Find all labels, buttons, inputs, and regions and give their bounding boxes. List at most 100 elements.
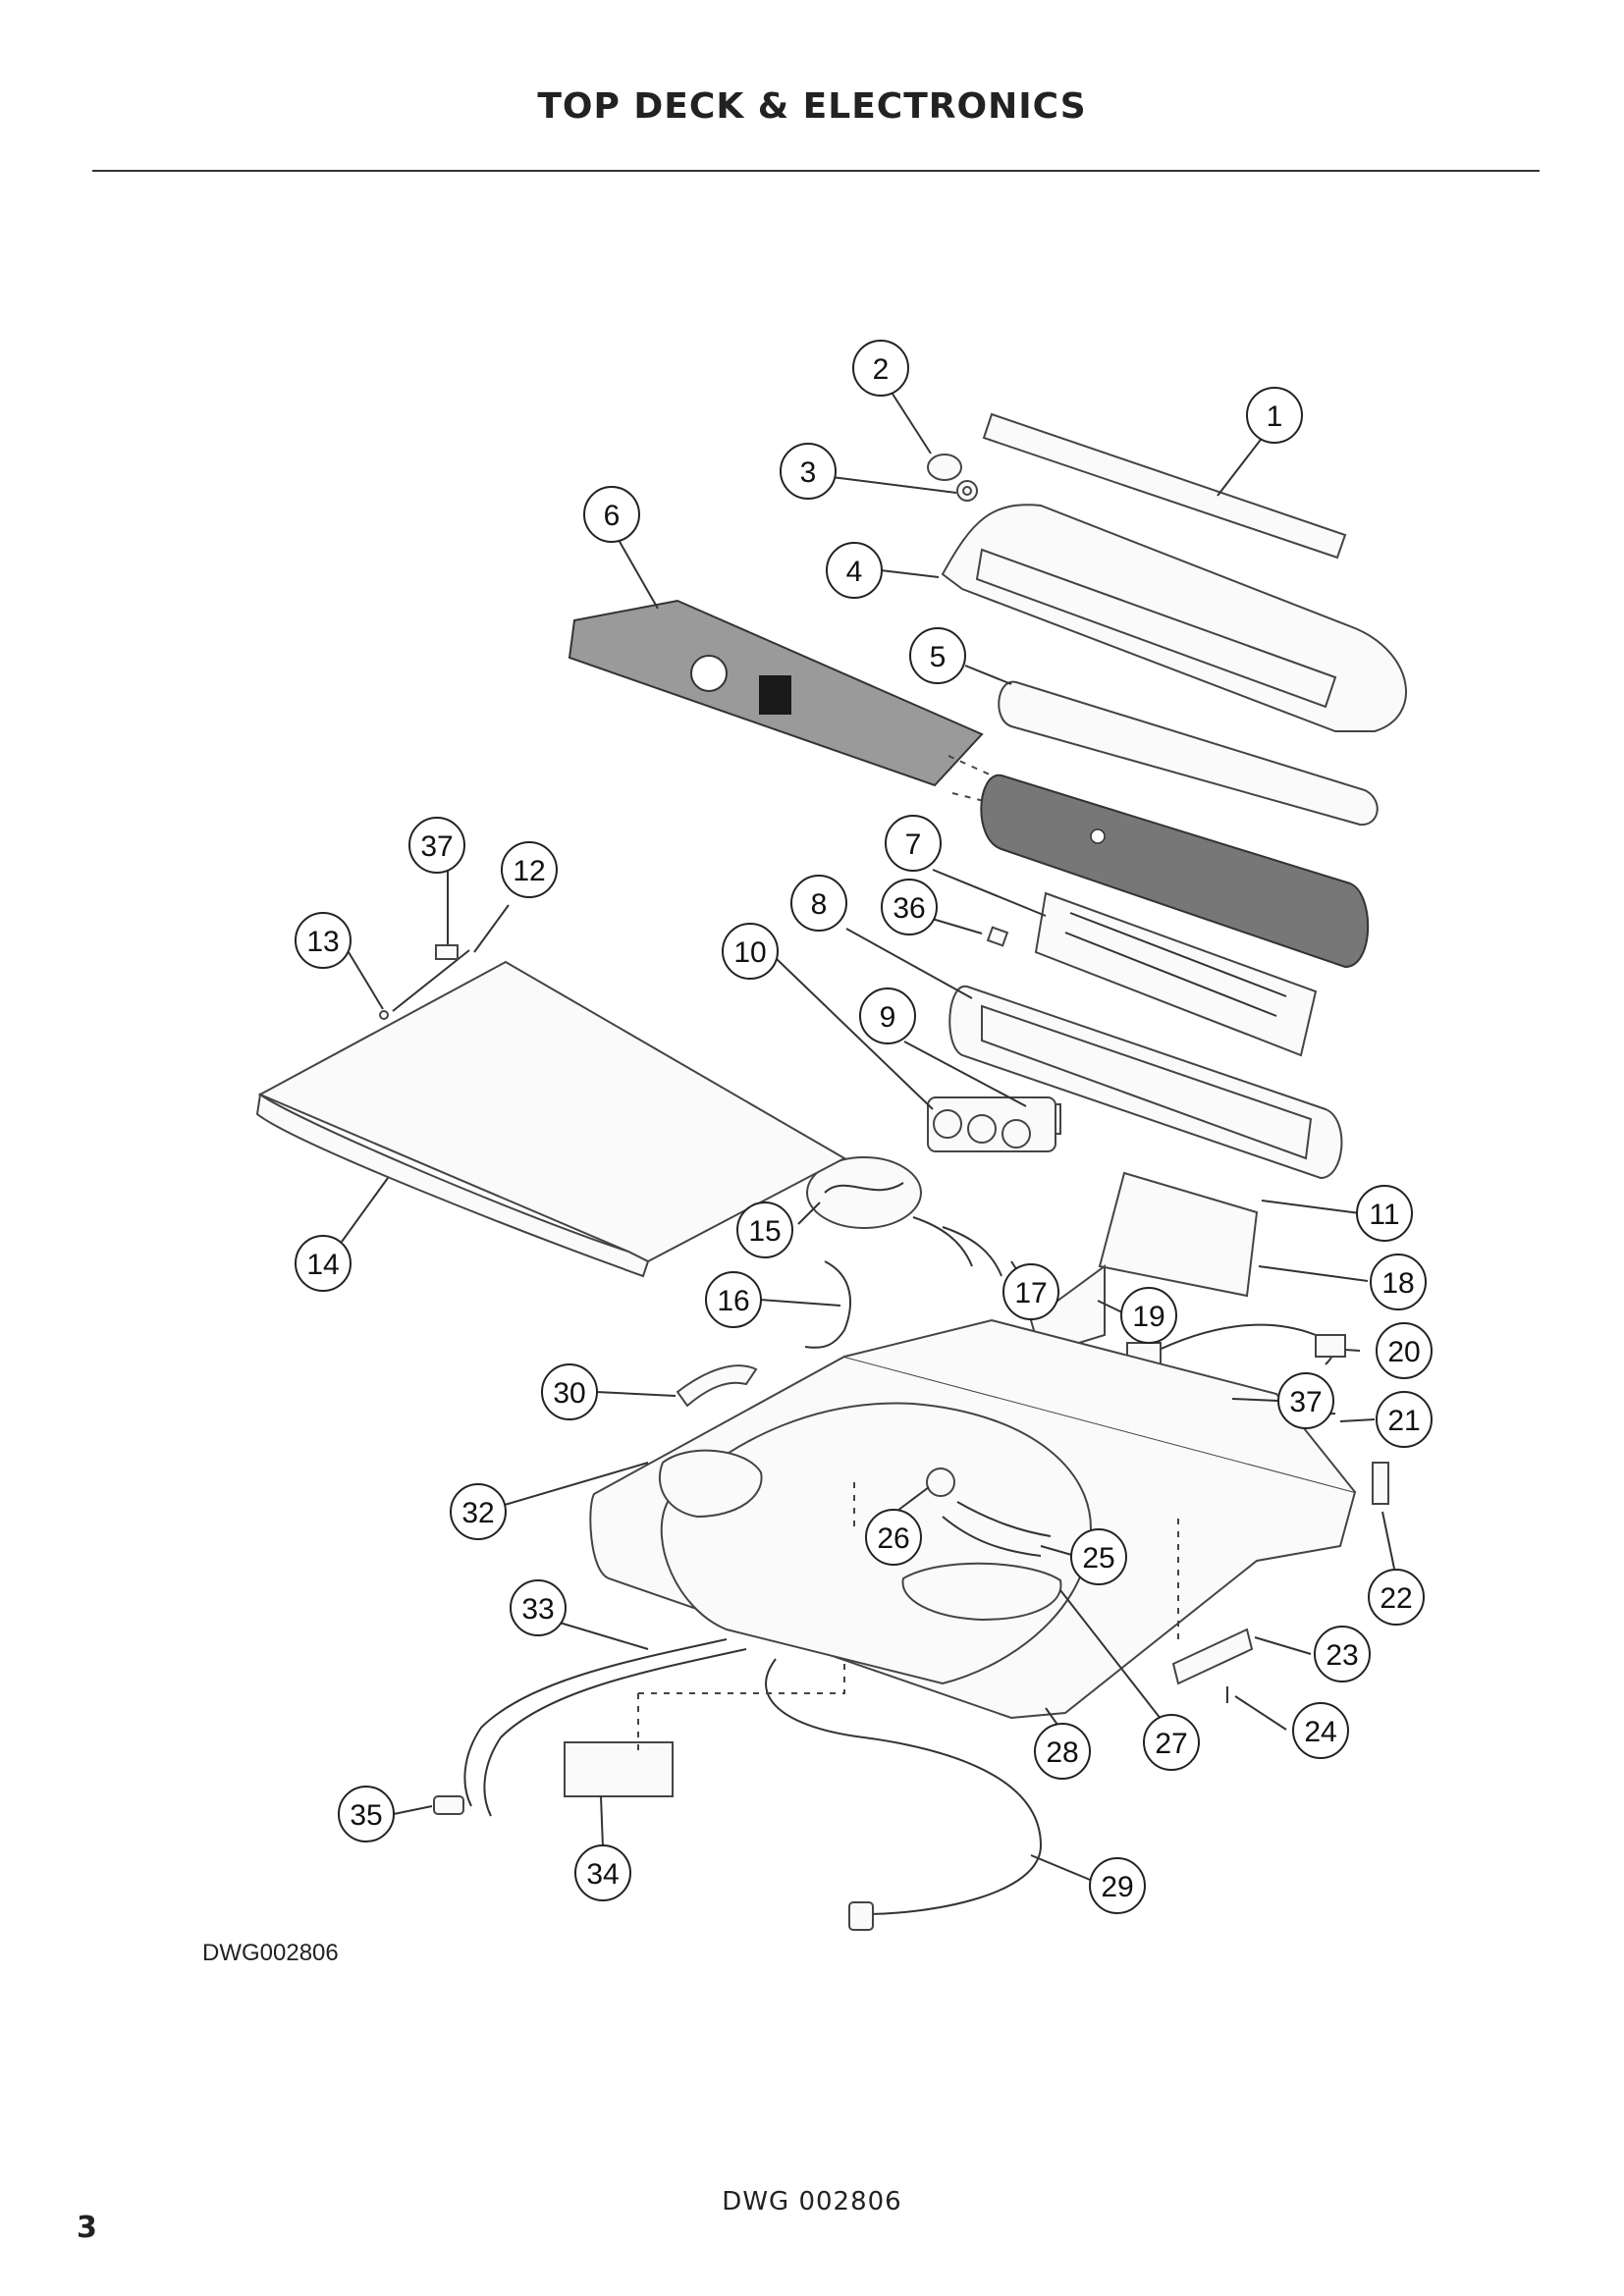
callout-18: 18 — [1370, 1254, 1427, 1310]
callout-label: 2 — [873, 353, 890, 386]
callout-label: 25 — [1082, 1542, 1114, 1575]
callout-label: 14 — [306, 1249, 339, 1281]
callout-label: 6 — [604, 500, 621, 532]
part-inlet-hoses — [912, 1216, 1002, 1277]
part-pump — [564, 1741, 674, 1797]
part-console-housing — [941, 504, 1408, 732]
page-title: TOP DECK & ELECTRONICS — [537, 86, 1087, 127]
callout-label: 37 — [1289, 1386, 1322, 1418]
part-power-board — [1098, 1171, 1259, 1298]
callout-29: 29 — [1089, 1857, 1146, 1914]
callout-3: 3 — [780, 443, 837, 500]
callout-25: 25 — [1070, 1528, 1127, 1585]
callout-34: 34 — [574, 1844, 631, 1901]
callout-label: 23 — [1326, 1639, 1358, 1672]
callout-label: 35 — [350, 1799, 382, 1832]
callout-26: 26 — [865, 1509, 922, 1566]
callout-36: 36 — [881, 879, 938, 935]
callout-label: 26 — [877, 1522, 909, 1555]
callout-label: 28 — [1046, 1736, 1078, 1769]
part-inlet-hoses-lower — [463, 1638, 747, 1817]
callout-label: 19 — [1132, 1301, 1164, 1333]
part-drain-hose — [765, 1658, 1043, 1931]
callout-label: 8 — [811, 888, 828, 921]
callout-label: 22 — [1380, 1582, 1412, 1615]
callout-7: 7 — [885, 815, 942, 872]
part-water-valve — [927, 1096, 1056, 1152]
drawing-code: DWG002806 — [202, 1940, 339, 1966]
callout-4: 4 — [826, 542, 883, 599]
callout-label: 9 — [880, 1001, 896, 1034]
part-trim-strip — [982, 412, 1347, 560]
part-lid-hinge-rod — [379, 949, 470, 1020]
callout-label: 12 — [513, 855, 545, 887]
callout-label: 20 — [1387, 1336, 1420, 1368]
part-board-frame — [948, 985, 1343, 1180]
callout-label: 7 — [905, 828, 922, 861]
page-number: 3 — [77, 2211, 97, 2245]
callout-label: 18 — [1381, 1267, 1414, 1300]
title-rule — [92, 170, 1540, 172]
part-control-board — [1034, 891, 1318, 1057]
callout-21: 21 — [1376, 1391, 1433, 1448]
part-latch — [1372, 1462, 1389, 1505]
callout-22: 22 — [1368, 1569, 1425, 1626]
callout-30: 30 — [541, 1363, 598, 1420]
callout-label: 24 — [1304, 1716, 1336, 1748]
callout-32: 32 — [450, 1483, 507, 1540]
callout-label: 36 — [893, 892, 925, 925]
part-control-panel-overlay — [568, 599, 984, 787]
callout-label: 27 — [1155, 1728, 1187, 1760]
callout-9: 9 — [859, 988, 916, 1044]
callout-8: 8 — [790, 875, 847, 932]
callout-label: 4 — [846, 556, 863, 588]
callout-28: 28 — [1034, 1723, 1091, 1780]
callout-15: 15 — [736, 1201, 793, 1258]
callout-27: 27 — [1143, 1714, 1200, 1771]
callout-label: 37 — [420, 830, 453, 863]
callout-label: 29 — [1101, 1871, 1133, 1903]
callout-6: 6 — [583, 486, 640, 543]
callout-24: 24 — [1292, 1702, 1349, 1759]
callout-14: 14 — [295, 1235, 352, 1292]
callout-13: 13 — [295, 912, 352, 969]
callout-label: 21 — [1387, 1405, 1420, 1437]
callout-12: 12 — [501, 841, 558, 898]
callout-label: 34 — [586, 1858, 619, 1891]
callout-label: 3 — [800, 456, 817, 489]
callout-label: 32 — [461, 1497, 494, 1529]
part-handle — [676, 1364, 758, 1408]
part-clip — [986, 926, 1009, 947]
callout-33: 33 — [510, 1579, 567, 1636]
part-hose — [942, 1501, 1052, 1557]
callout-19: 19 — [1120, 1287, 1177, 1344]
callout-1: 1 — [1246, 387, 1303, 444]
part-window-frame — [998, 680, 1379, 827]
callout-label: 33 — [521, 1593, 554, 1626]
part-knob-cap — [927, 454, 962, 481]
callout-label: 11 — [1369, 1199, 1399, 1231]
callout-label: 16 — [717, 1285, 749, 1317]
part-glass-panel — [980, 774, 1370, 969]
callout-20: 20 — [1376, 1322, 1433, 1379]
callout-37-upper: 37 — [408, 817, 465, 874]
callout-17: 17 — [1002, 1263, 1059, 1320]
callout-5: 5 — [909, 627, 966, 684]
callout-label: 1 — [1267, 400, 1283, 433]
callout-16: 16 — [705, 1271, 762, 1328]
callout-label: 30 — [553, 1377, 585, 1410]
callout-label: 17 — [1014, 1277, 1047, 1309]
part-hinge — [1171, 1628, 1254, 1685]
callout-label: 5 — [930, 641, 947, 673]
callout-23: 23 — [1314, 1626, 1371, 1682]
callout-35: 35 — [338, 1786, 395, 1842]
part-hose-end — [433, 1795, 464, 1815]
callout-11: 11 — [1356, 1185, 1413, 1242]
callout-37-lower: 37 — [1277, 1372, 1334, 1429]
callout-label: 10 — [733, 936, 766, 969]
callout-label: 15 — [748, 1215, 781, 1248]
part-wire-harness — [806, 1156, 922, 1229]
part-knob-ring — [956, 480, 978, 502]
callout-10: 10 — [722, 923, 779, 980]
